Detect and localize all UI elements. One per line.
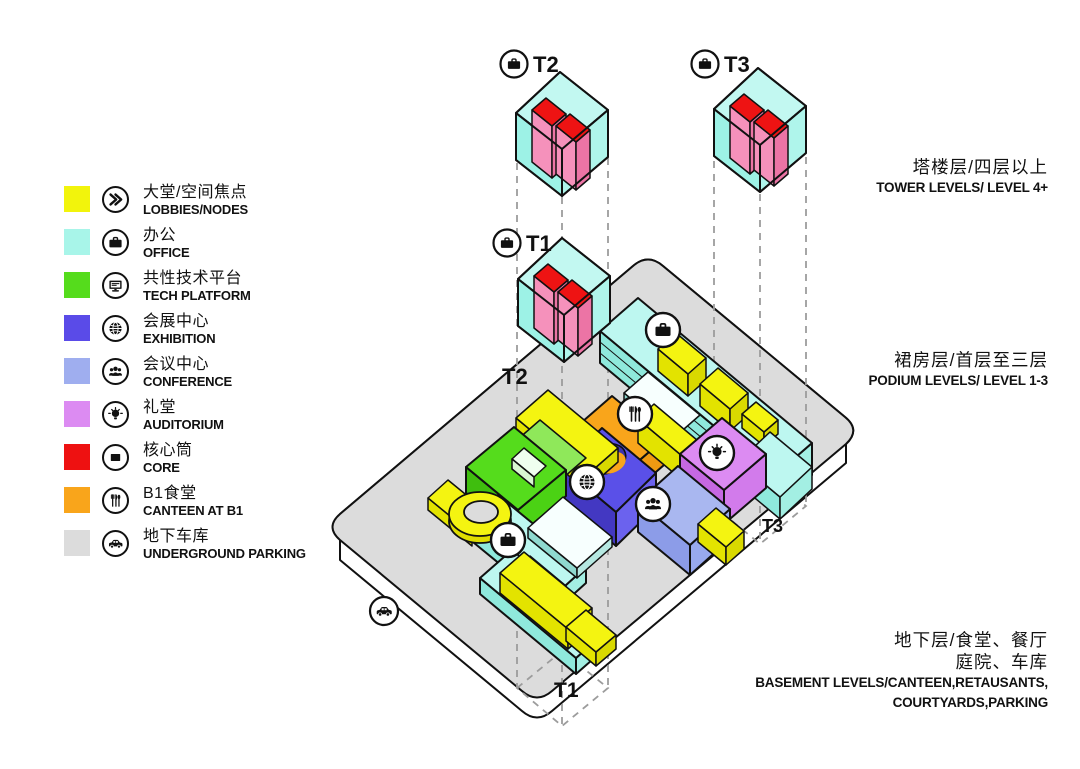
legend: 大堂/空间焦点 LOBBIES/NODES 办公 OFFICE 共性技术平台 T…	[64, 184, 306, 571]
tower-t3-cube	[713, 67, 807, 193]
legend-label-cn: 办公	[143, 227, 177, 244]
lobby-boxes-bottom	[499, 551, 617, 667]
annotation-cn: 地下层/食堂、餐厅	[894, 630, 1048, 650]
double-chevron-icon	[102, 186, 129, 213]
legend-label-en: CORE	[143, 460, 180, 475]
legend-label-en: CANTEEN AT B1	[143, 503, 243, 518]
annotation-podium-levels: 裙房层/首层至三层 PODIUM LEVELS/ LEVEL 1-3	[869, 349, 1049, 391]
legend-item-auditorium: 礼堂 AUDITORIUM	[64, 399, 306, 432]
legend-label-en: AUDITORIUM	[143, 417, 224, 432]
canteen-utensils-icon	[616, 395, 654, 433]
footprint-labels: T2 T3 T1	[502, 364, 783, 702]
tower-t3-label: T3	[724, 52, 750, 77]
legend-label-cn: 地下车库	[143, 528, 210, 545]
legend-item-canteen: B1食堂 CANTEEN AT B1	[64, 485, 306, 518]
annotation-en: TOWER LEVELS/ LEVEL 4+	[876, 180, 1048, 195]
legend-label-cn: B1食堂	[143, 485, 197, 502]
tower-t1-label: T1	[526, 231, 552, 256]
annotation-cn: 庭院、车库	[955, 652, 1048, 672]
color-swatch	[64, 530, 90, 556]
tower-t2-cube	[515, 71, 609, 197]
color-swatch	[64, 487, 90, 513]
legend-item-lobbies: 大堂/空间焦点 LOBBIES/NODES	[64, 184, 306, 217]
conference-people-icon	[634, 485, 672, 523]
legend-item-tech-platform: 共性技术平台 TECH PLATFORM	[64, 270, 306, 303]
briefcase-icon	[102, 229, 129, 256]
t1-office-badge	[492, 228, 522, 258]
monitor-icon	[102, 272, 129, 299]
tower-labels: T2 T3 T1	[526, 52, 750, 256]
exhibition-globe-icon	[568, 463, 606, 501]
annotation-en: PODIUM LEVELS/ LEVEL 1-3	[868, 373, 1049, 388]
utensils-icon	[102, 487, 129, 514]
people-icon	[102, 358, 129, 385]
legend-item-parking: 地下车库 UNDERGROUND PARKING	[64, 528, 306, 561]
lightbulb-icon	[102, 401, 129, 428]
t2-office-badge	[499, 49, 529, 79]
globe-icon	[102, 315, 129, 342]
legend-label-cn: 大堂/空间焦点	[143, 184, 247, 201]
office-bar-briefcase-icon	[644, 311, 682, 349]
color-swatch	[64, 401, 90, 427]
t1-footprint-outline	[515, 649, 610, 728]
legend-item-conference: 会议中心 CONFERENCE	[64, 356, 306, 389]
legend-item-office: 办公 OFFICE	[64, 227, 306, 260]
parking-car-icon	[368, 595, 400, 627]
color-swatch	[64, 444, 90, 470]
footprint-t1-label: T1	[554, 679, 579, 702]
t3-office-badge	[690, 49, 720, 79]
tower-t2-label: T2	[533, 52, 559, 77]
color-swatch	[64, 272, 90, 298]
color-swatch	[64, 315, 90, 341]
annotation-tower-levels: 塔楼层/四层以上 TOWER LEVELS/ LEVEL 4+	[876, 156, 1048, 198]
legend-label-en: TECH PLATFORM	[143, 288, 251, 303]
annotation-cn: 塔楼层/四层以上	[912, 157, 1048, 177]
color-swatch	[64, 229, 90, 255]
legend-label-en: OFFICE	[143, 245, 190, 260]
legend-label-cn: 会展中心	[143, 313, 210, 330]
legend-label-cn: 会议中心	[143, 356, 210, 373]
office-strip-briefcase-icon	[489, 521, 527, 559]
car-icon	[102, 530, 129, 557]
legend-label-en: UNDERGROUND PARKING	[143, 546, 306, 561]
footprint-t3-label: T3	[762, 516, 783, 536]
courtyard-frame-center	[527, 496, 613, 579]
color-swatch	[64, 358, 90, 384]
legend-item-core: 核心筒 CORE	[64, 442, 306, 475]
legend-item-exhibition: 会展中心 EXHIBITION	[64, 313, 306, 346]
legend-label-cn: 共性技术平台	[143, 270, 243, 287]
legend-label-en: EXHIBITION	[143, 331, 216, 346]
legend-label-en: LOBBIES/NODES	[143, 202, 249, 217]
square-icon	[102, 444, 129, 471]
badges	[368, 49, 736, 627]
annotation-cn: 裙房层/首层至三层	[894, 350, 1048, 370]
footprint-t2-label: T2	[502, 364, 528, 389]
color-swatch	[64, 186, 90, 212]
lobby-sliver	[697, 507, 745, 566]
legend-label-en: CONFERENCE	[143, 374, 233, 389]
legend-label-cn: 核心筒	[143, 442, 193, 459]
legend-label-cn: 礼堂	[143, 399, 177, 416]
annotation-basement-levels: 地下层/食堂、餐厅 庭院、车库 BASEMENT LEVELS/CANTEEN,…	[755, 629, 1048, 713]
auditorium-bulb-icon	[698, 434, 736, 472]
annotation-en: BASEMENT LEVELS/CANTEEN,RETAUSANTS,	[755, 675, 1048, 690]
annotation-en: COURTYARDS,PARKING	[892, 695, 1049, 710]
bottom-wing-blocks	[479, 549, 617, 675]
